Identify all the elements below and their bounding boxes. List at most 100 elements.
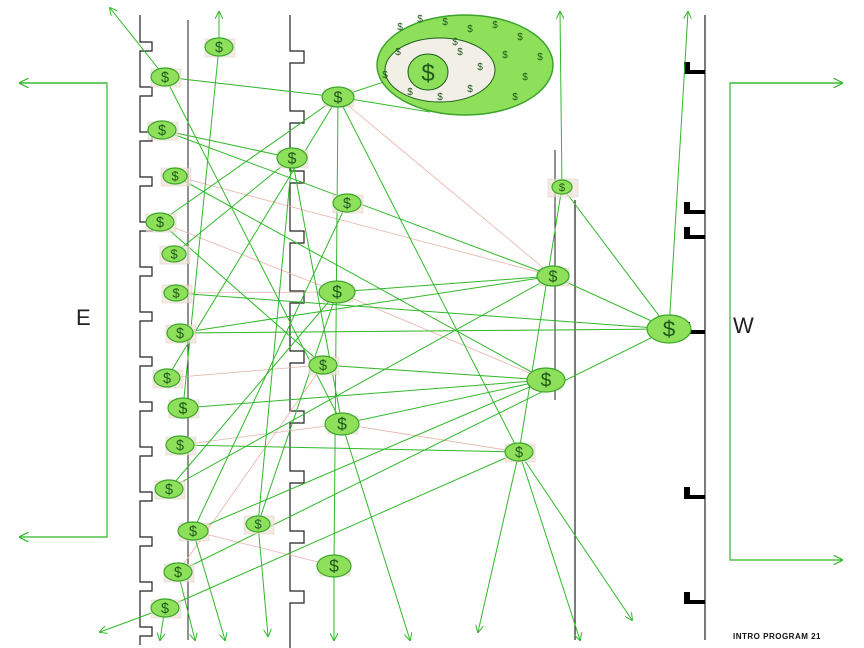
- money-link: [192, 379, 547, 532]
- dollar-icon: $: [549, 269, 558, 286]
- money-link: [161, 129, 293, 159]
- money-node: [154, 479, 184, 499]
- dollar-icon: $: [179, 401, 188, 418]
- dollar-icon: $: [332, 282, 342, 302]
- money-link: [174, 175, 547, 381]
- money-node: [153, 368, 181, 388]
- money-link: [257, 157, 293, 525]
- dollar-icon: $: [254, 516, 261, 531]
- money-node: [321, 86, 355, 108]
- dollar-icon: $: [515, 445, 523, 461]
- money-node: [245, 515, 271, 533]
- money-node: [150, 67, 180, 87]
- cluster-center-node: [407, 53, 449, 91]
- outbound-arrow: [668, 12, 688, 330]
- money-link: [341, 379, 547, 425]
- west-label: W: [733, 313, 754, 338]
- dollar-icon: $: [663, 317, 676, 342]
- dollar-icon: $: [176, 438, 184, 454]
- money-node: [526, 367, 566, 393]
- outbound-arrow: [560, 12, 562, 188]
- dollar-icon: $: [512, 92, 518, 103]
- dollar-icon: $: [329, 556, 339, 576]
- dollar-icon: $: [407, 87, 413, 98]
- dollar-icon: $: [452, 37, 458, 48]
- outbound-arrow: [518, 451, 632, 620]
- outbound-arrow: [257, 523, 268, 636]
- money-link: [518, 186, 563, 453]
- money-node: [145, 212, 175, 232]
- dollar-icon: $: [537, 52, 543, 63]
- faint-link: [341, 423, 520, 453]
- money-link: [175, 292, 670, 330]
- building-notch: [684, 487, 705, 499]
- dollar-icon: $: [397, 22, 403, 33]
- faint-link: [159, 221, 338, 293]
- money-link: [257, 291, 338, 525]
- faint-link: [336, 291, 547, 381]
- building-notch: [684, 202, 705, 214]
- dollar-icon: $: [156, 215, 164, 231]
- dollar-icon: $: [176, 326, 184, 342]
- dollar-icon: $: [163, 371, 171, 387]
- dollar-icon: $: [395, 47, 401, 58]
- money-link: [164, 451, 520, 609]
- dollar-icon: $: [319, 358, 327, 374]
- money-link: [164, 76, 339, 98]
- building-notch: [684, 227, 705, 239]
- dollar-icon: $: [165, 482, 173, 498]
- dollar-icon: $: [334, 90, 343, 107]
- dollar-icon: $: [170, 246, 177, 261]
- outbound-arrow: [478, 451, 520, 632]
- dollar-icon: $: [442, 17, 448, 28]
- money-node: [504, 442, 534, 462]
- money-link: [179, 328, 670, 334]
- money-node: [167, 397, 199, 419]
- building-notch: [684, 592, 705, 604]
- money-node: [324, 412, 360, 436]
- caption: INTRO PROGRAM 21: [733, 632, 822, 641]
- money-node: [536, 265, 570, 287]
- dollar-icon: $: [161, 601, 169, 617]
- dollar-icon: $: [288, 151, 297, 168]
- money-node: [316, 554, 352, 578]
- dollar-icon: $: [492, 20, 498, 31]
- outbound-arrow: [341, 423, 410, 640]
- money-link: [182, 46, 220, 409]
- money-link: [552, 275, 670, 330]
- street-edge-left: [139, 15, 153, 645]
- outbound-arrow: [177, 571, 195, 640]
- dollar-icon: $: [502, 50, 508, 61]
- east-bracket: [20, 82, 108, 537]
- money-link: [337, 96, 520, 453]
- money-link: [291, 157, 343, 425]
- dollar-icon: $: [467, 24, 473, 35]
- money-node: [204, 37, 234, 57]
- dollar-icon: $: [477, 62, 483, 73]
- outbound-arrow: [192, 530, 225, 640]
- dollar-icon: $: [559, 182, 566, 194]
- money-node: [177, 521, 209, 541]
- outbound-arrow: [110, 8, 166, 78]
- dollar-icon: $: [522, 72, 528, 83]
- money-node: [163, 284, 189, 302]
- money-link: [333, 96, 339, 567]
- dollar-icon: $: [161, 70, 169, 86]
- building-notch: [684, 62, 705, 74]
- dollar-icon: $: [382, 70, 388, 81]
- money-node: [318, 280, 356, 304]
- faint-link: [337, 96, 554, 277]
- dollar-icon: $: [437, 92, 443, 103]
- dollar-icon: $: [174, 565, 182, 581]
- faint-link: [166, 364, 324, 379]
- money-link: [177, 328, 670, 573]
- money-link: [322, 364, 547, 381]
- dollar-icon: $: [337, 414, 347, 434]
- money-node: [551, 179, 573, 195]
- street-edge-middle: [289, 15, 305, 648]
- money-node: [162, 167, 188, 185]
- money-link: [168, 291, 338, 490]
- dollar-icon: $: [467, 84, 473, 95]
- faint-link: [174, 175, 554, 277]
- money-node: [147, 120, 177, 140]
